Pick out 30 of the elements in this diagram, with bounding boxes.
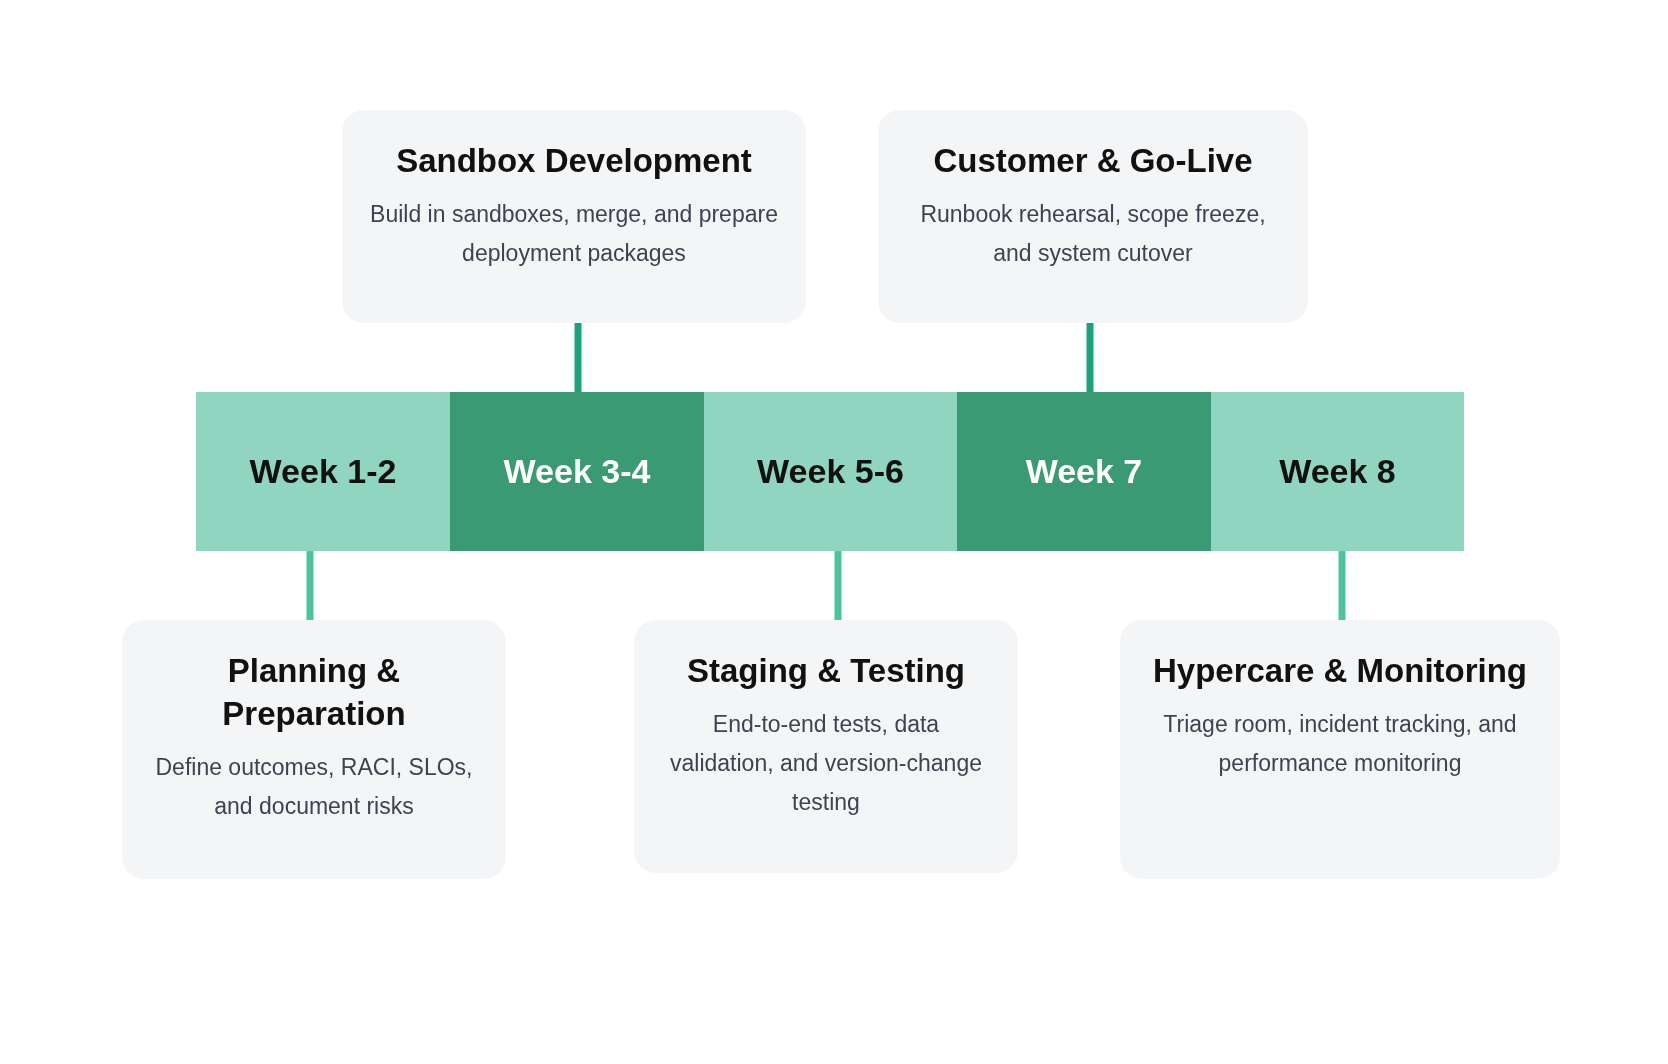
phase-card [342, 110, 806, 323]
phase-description: Triage room, incident tracking, and performance monitoring [1162, 709, 1518, 778]
phase-description: Define outcomes, RACI, SLOs, and document risks [154, 752, 474, 821]
phase-title: Customer & Go-Live [932, 141, 1254, 181]
connector-line [306, 551, 314, 620]
week-label: Week 1-2 [249, 452, 397, 491]
week-label: Week 7 [1025, 452, 1143, 491]
phase-description: End-to-end tests, data validation, and version-change testing [669, 709, 983, 818]
connector-line [1086, 323, 1094, 392]
phase-card [634, 620, 1018, 873]
week-label: Week 8 [1279, 452, 1396, 491]
timeline-segment [196, 392, 450, 551]
phase-title: Staging & Testing [685, 651, 967, 691]
connector-line [1338, 551, 1346, 620]
week-label: Week 3-4 [503, 452, 651, 491]
phase-title: Sandbox Development [395, 141, 753, 181]
connector-line [834, 551, 842, 620]
phase-title: Hypercare & Monitoring [1151, 651, 1529, 691]
phase-title: Planning & Preparation [221, 651, 407, 734]
timeline-segment [957, 392, 1211, 551]
timeline-segment [450, 392, 704, 551]
phase-card [1120, 620, 1560, 879]
phase-card [878, 110, 1308, 323]
connector-line [574, 323, 582, 392]
timeline-segment [1211, 392, 1464, 551]
phase-description: Runbook rehearsal, scope freeze, and system cutover [919, 199, 1267, 268]
phase-card [122, 620, 506, 879]
timeline-segment [704, 392, 957, 551]
phase-description: Build in sandboxes, merge, and prepare deployment packages [369, 199, 779, 268]
week-label: Week 5-6 [757, 452, 904, 491]
